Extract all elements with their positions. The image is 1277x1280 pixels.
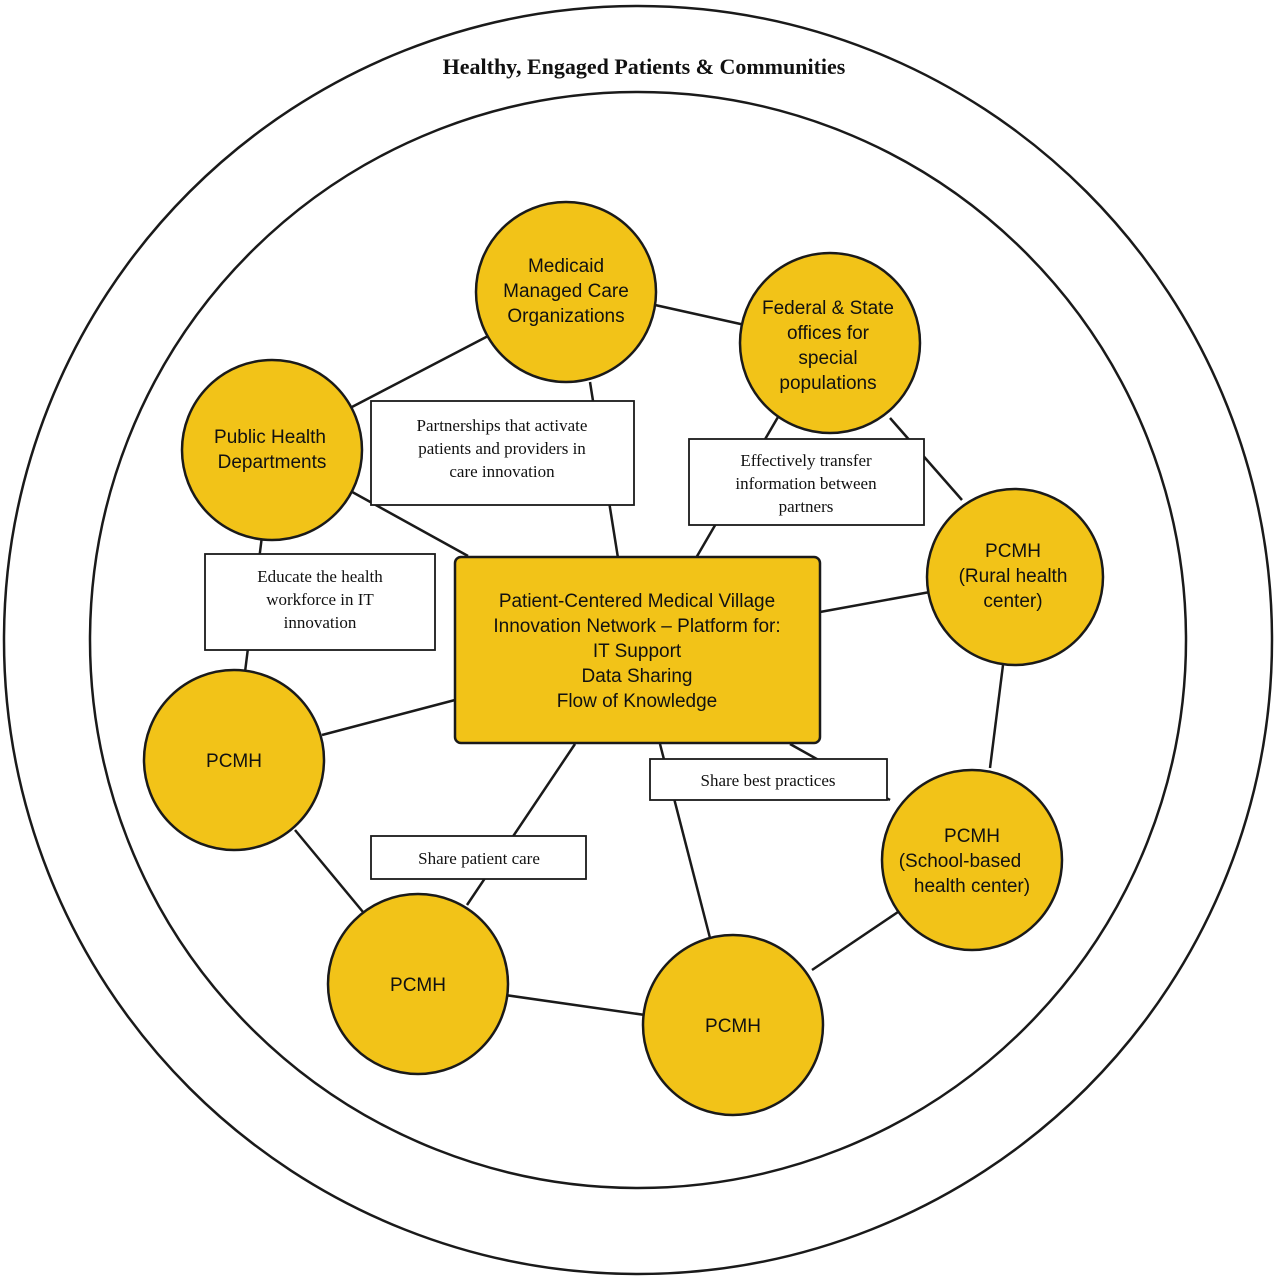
node-pcmh-br-label: PCMH [705, 1016, 761, 1037]
label-share-best-practices: Share best practices [649, 758, 888, 801]
node-pcmh-rural: PCMH (Rural health center) [925, 487, 1105, 667]
node-medicaid-line-3: Organizations [507, 306, 624, 327]
label-educate-workforce: Educate the health workforce in IT innov… [204, 553, 436, 651]
center-line-4: Data Sharing [582, 666, 693, 687]
link-center-pcmh-bl [465, 743, 577, 906]
link-public-center [344, 486, 469, 558]
node-school-line-3: health center) [914, 876, 1030, 897]
node-federal-line-4: populations [779, 373, 876, 394]
link-center-rural [819, 590, 931, 614]
node-pcmh-left: PCMH [142, 668, 326, 852]
label-transfer-information: Effectively transfer information between… [688, 438, 925, 526]
node-public-health: Public Health Departments [180, 358, 364, 542]
link-medicaid-federal [654, 303, 746, 327]
label-transfer-line-3: partners [779, 497, 834, 516]
center-line-2: Innovation Network – Platform for: [493, 616, 780, 637]
link-pcmh-bl-br [504, 993, 646, 1017]
node-school-line-1: PCMH [944, 826, 1000, 847]
label-educate-line-2: workforce in IT [266, 590, 374, 609]
node-public-health-line-2: Departments [218, 452, 327, 473]
link-public-medicaid [349, 333, 491, 410]
link-pcmh-br-school [811, 910, 899, 972]
node-public-health-line-1: Public Health [214, 427, 326, 448]
node-federal-line-2: offices for [787, 323, 870, 344]
link-rural-school [988, 664, 1005, 769]
link-pcmh-left-bl [294, 829, 364, 913]
node-medicaid-line-2: Managed Care [503, 281, 629, 302]
node-federal-state: Federal & State offices for special popu… [738, 251, 922, 435]
node-pcmh-school: PCMH (School-based health center) [880, 768, 1064, 952]
label-patient-care-text: Share patient care [418, 849, 540, 868]
outer-community-circle [2, 4, 1274, 1276]
link-center-pcmh-left [321, 698, 456, 737]
link-federal-rural [889, 417, 963, 501]
label-partnerships-line-2: patients and providers in [418, 439, 586, 458]
center-line-3: IT Support [593, 641, 682, 662]
label-share-patient-care: Share patient care [370, 835, 587, 880]
label-transfer-line-2: information between [735, 474, 877, 493]
node-pcmh-left-label: PCMH [206, 751, 262, 772]
node-rural-line-2: (Rural health [959, 566, 1068, 587]
label-partnerships-line-1: Partnerships that activate [417, 416, 588, 435]
label-best-practices-text: Share best practices [701, 771, 836, 790]
node-rural-line-1: PCMH [985, 541, 1041, 562]
node-school-line-2: (School-based [899, 851, 1022, 872]
center-platform-box: Patient-Centered Medical Village Innovat… [453, 555, 822, 745]
diagram-title: Healthy, Engaged Patients & Communities [443, 54, 846, 79]
node-federal-line-1: Federal & State [762, 298, 894, 319]
label-transfer-line-1: Effectively transfer [740, 451, 872, 470]
label-partnerships: Partnerships that activate patients and … [370, 400, 635, 506]
node-medicaid: Medicaid Managed Care Organizations [474, 200, 658, 384]
inner-network-circle [88, 90, 1188, 1190]
label-educate-line-1: Educate the health [257, 567, 383, 586]
node-medicaid-line-1: Medicaid [528, 256, 604, 277]
node-pcmh-bottom-left: PCMH [326, 892, 510, 1076]
node-rural-line-3: center) [983, 591, 1042, 612]
label-educate-line-3: innovation [284, 613, 357, 632]
node-pcmh-bl-label: PCMH [390, 975, 446, 996]
node-pcmh-bottom-right: PCMH [641, 933, 825, 1117]
center-line-5: Flow of Knowledge [557, 691, 718, 712]
node-federal-line-3: special [798, 348, 857, 369]
label-partnerships-line-3: care innovation [449, 462, 555, 481]
center-line-1: Patient-Centered Medical Village [499, 591, 775, 612]
